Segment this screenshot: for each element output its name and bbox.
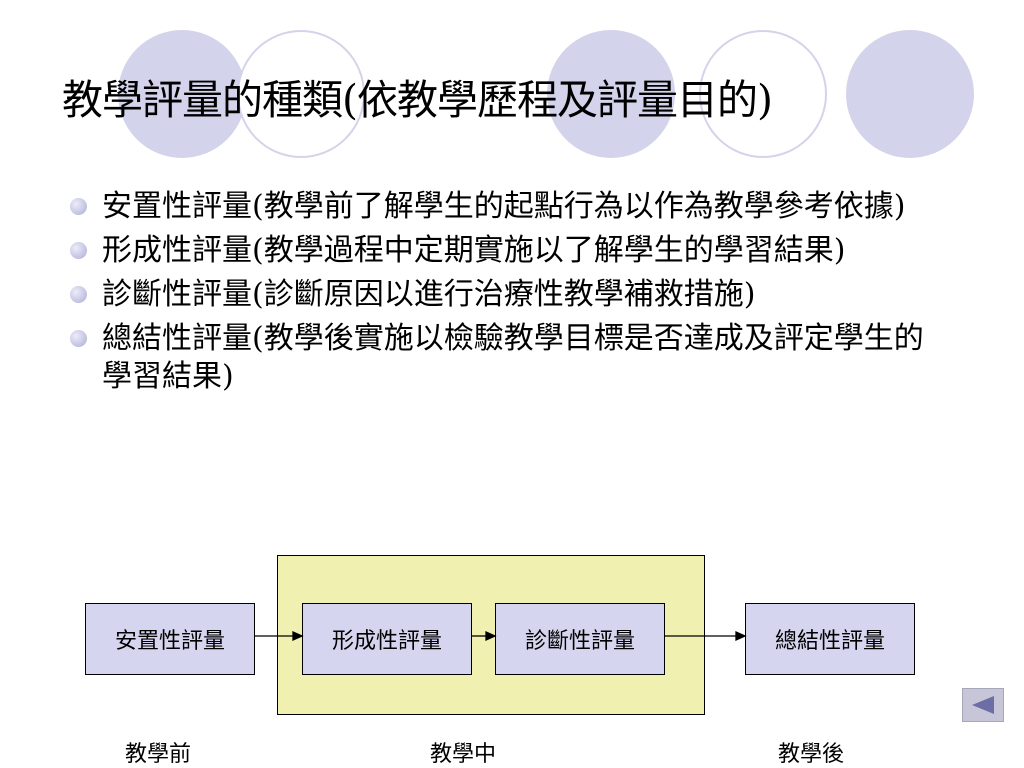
bullet-item: 診斷性評量(診斷原因以進行治療性教學補救措施) bbox=[70, 276, 950, 314]
bullet-dot-icon bbox=[70, 330, 87, 347]
slide-title: 教學評量的種類(依教學歷程及評量目的) bbox=[62, 76, 773, 124]
bullet-item: 形成性評量(教學過程中定期實施以了解學生的學習結果) bbox=[70, 232, 950, 270]
bullet-text: 安置性評量(教學前了解學生的起點行為以作為教學參考依據) bbox=[102, 189, 906, 224]
decor-circle-4 bbox=[699, 30, 827, 158]
phase-label-after: 教學後 bbox=[778, 742, 845, 767]
node-diagnostic: 診斷性評量 bbox=[495, 603, 665, 675]
bullet-text: 形成性評量(教學過程中定期實施以了解學生的學習結果) bbox=[102, 233, 846, 268]
bullet-dot-icon bbox=[70, 242, 87, 259]
decor-circle-3 bbox=[547, 30, 675, 158]
bullet-item: 安置性評量(教學前了解學生的起點行為以作為教學參考依據) bbox=[70, 188, 950, 226]
arrow-head-icon bbox=[485, 630, 497, 642]
node-formative: 形成性評量 bbox=[302, 603, 472, 675]
node-summative: 總結性評量 bbox=[745, 603, 915, 675]
decor-circle-5 bbox=[846, 30, 974, 158]
bullet-text: 總結性評量(教學後實施以檢驗教學目標是否達成及評定學生的學習結果) bbox=[102, 321, 924, 394]
triangle-left-icon bbox=[972, 696, 994, 714]
bullet-dot-icon bbox=[70, 198, 87, 215]
phase-label-before: 教學前 bbox=[125, 742, 192, 767]
decor-circle-2 bbox=[237, 30, 365, 158]
bullet-item: 總結性評量(教學後實施以檢驗教學目標是否達成及評定學生的學習結果) bbox=[70, 320, 950, 396]
bullet-list: 安置性評量(教學前了解學生的起點行為以作為教學參考依據) 形成性評量(教學過程中… bbox=[70, 188, 950, 402]
node-placement: 安置性評量 bbox=[85, 603, 255, 675]
bullet-dot-icon bbox=[70, 286, 87, 303]
bullet-text: 診斷性評量(診斷原因以進行治療性教學補救措施) bbox=[102, 277, 756, 312]
decor-circle-1 bbox=[118, 30, 246, 158]
arrow-head-icon bbox=[735, 630, 747, 642]
arrow-head-icon bbox=[292, 630, 304, 642]
phase-label-during: 教學中 bbox=[430, 742, 497, 767]
back-button[interactable] bbox=[962, 688, 1004, 722]
